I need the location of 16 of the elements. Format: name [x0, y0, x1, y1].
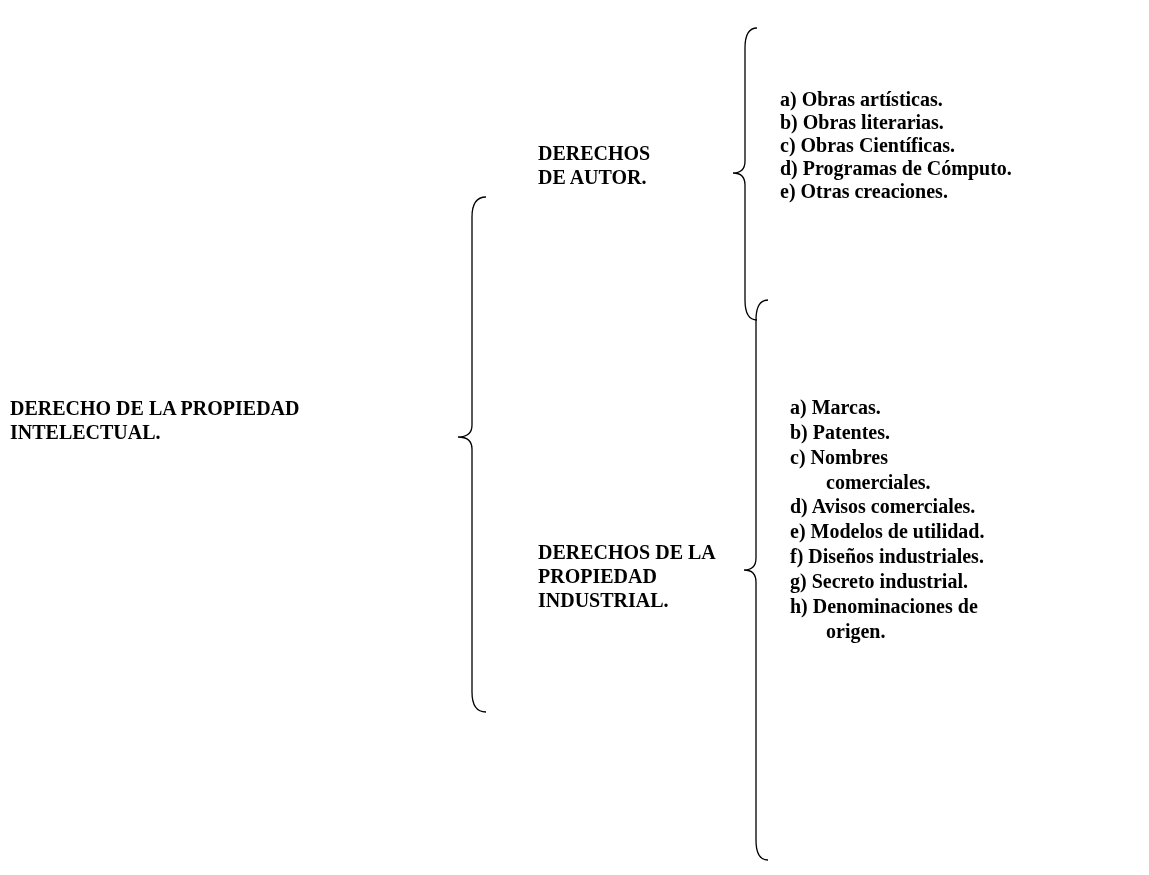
list-item: b) Patentes.	[790, 420, 891, 445]
list-item: a) Marcas.	[790, 395, 882, 420]
list-item: f) Diseños industriales.	[790, 544, 985, 569]
list-item: e) Modelos de utilidad.	[790, 519, 986, 544]
category-text: DERECHOS DE AUTOR.	[538, 141, 650, 189]
list-item: c) Nombres comerciales.	[790, 445, 932, 494]
list-item: c) Obras Científicas.	[780, 134, 956, 157]
list-item: b) Obras literarias.	[780, 111, 945, 134]
heading-text: DERECHO DE LA PROPIEDAD INTELECTUAL.	[10, 396, 301, 444]
list-item: a) Obras artísticas.	[780, 88, 944, 111]
list-item: g) Secreto industrial.	[790, 569, 969, 594]
list-item: h) Denominaciones de origen.	[790, 594, 979, 643]
category-text: DERECHOS DE LA PROPIEDAD INDUSTRIAL.	[538, 540, 717, 612]
list-item: d) Avisos comerciales.	[790, 494, 977, 519]
list-item: d) Programas de Cómputo.	[780, 157, 1012, 180]
list-item: e) Otras creaciones.	[780, 180, 949, 203]
